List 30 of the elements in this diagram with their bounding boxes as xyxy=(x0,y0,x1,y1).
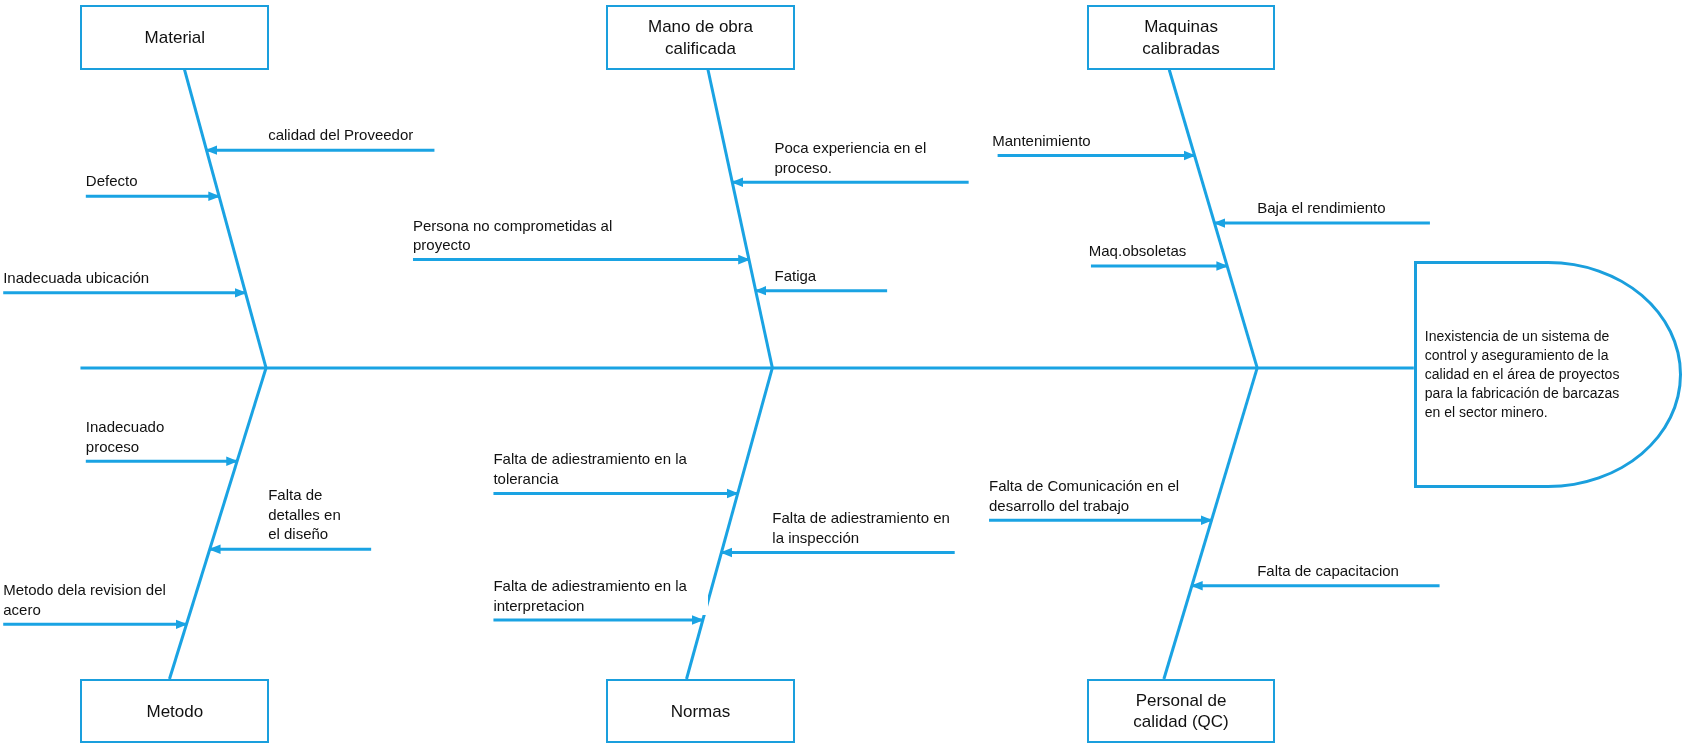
arrow xyxy=(493,615,704,625)
effect-head xyxy=(1413,260,1682,489)
arrow xyxy=(493,488,739,499)
bone-line xyxy=(1162,367,1259,680)
arrow xyxy=(997,150,1196,161)
arrow xyxy=(85,456,239,467)
arrow xyxy=(208,544,372,554)
category-box: Personal de calidad (QC) xyxy=(1086,679,1276,744)
category-box: Material xyxy=(80,5,270,70)
arrow xyxy=(3,288,247,298)
arrow xyxy=(205,145,435,155)
arrow xyxy=(731,177,969,188)
arrow xyxy=(720,547,955,558)
arrow xyxy=(3,619,188,630)
bone-line xyxy=(183,69,268,369)
category-box: Normas xyxy=(606,679,795,744)
bone-line xyxy=(685,367,774,680)
bone-line xyxy=(168,367,268,680)
effect-text: Inexistencia de un sistema de control y aseguramiento de la calidad en el área de proyectos para la fabricación de barcazas en el sector minero. xyxy=(1424,327,1621,422)
arrow xyxy=(1213,218,1430,228)
category-box: Metodo xyxy=(80,679,270,744)
arrow xyxy=(413,254,751,265)
arrow xyxy=(85,191,221,202)
arrow xyxy=(1090,261,1229,271)
arrow xyxy=(1190,580,1440,591)
arrow xyxy=(989,515,1213,526)
arrow xyxy=(754,285,888,296)
category-box: Maquinas calibradas xyxy=(1086,5,1276,70)
category-box: Mano de obra calificada xyxy=(606,5,795,70)
bone-line xyxy=(706,69,774,369)
